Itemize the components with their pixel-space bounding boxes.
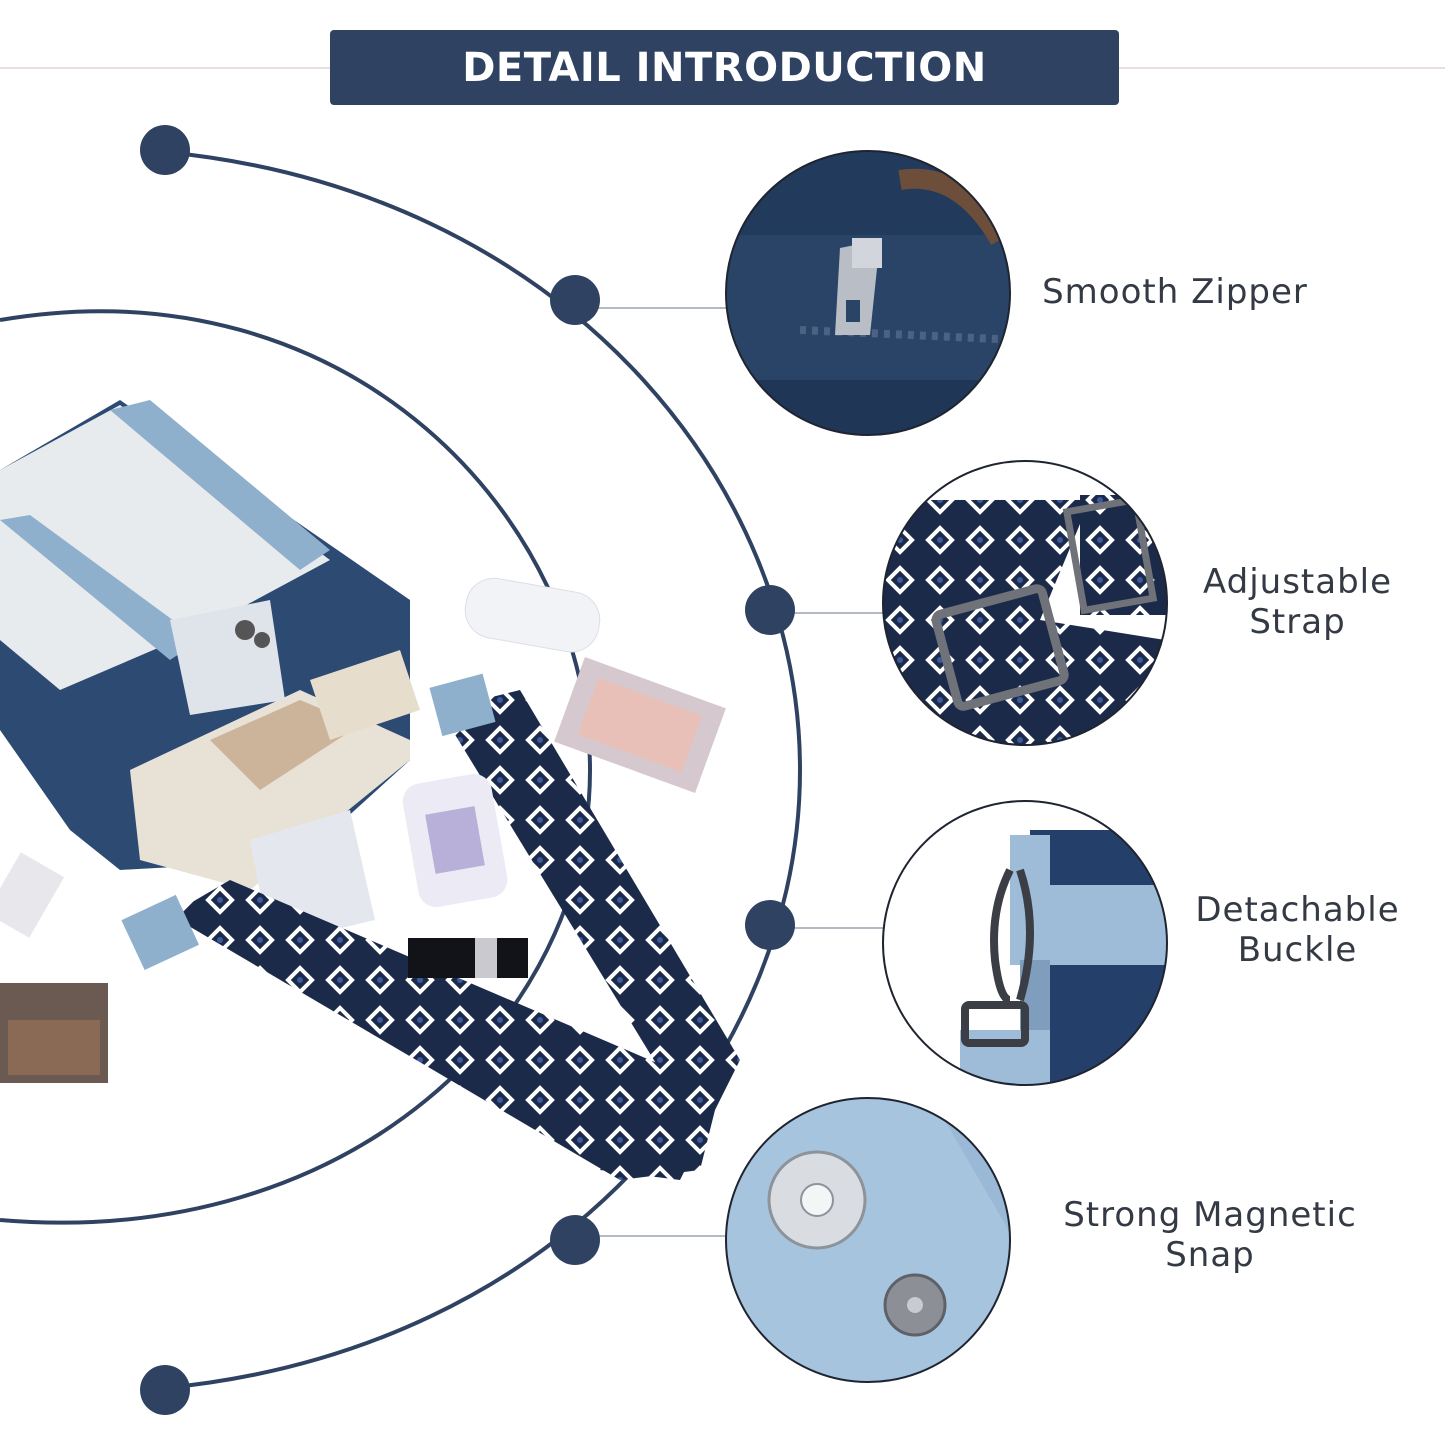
outer-arc <box>164 150 803 1390</box>
arc-dots <box>140 125 795 1415</box>
detail-zipper-image <box>726 151 1010 435</box>
snap-frame <box>725 1097 1011 1383</box>
strap-buckle-icon <box>931 495 1158 711</box>
strap-frame <box>882 460 1168 746</box>
dot-snap <box>550 1215 600 1265</box>
dot-buckle <box>745 900 795 950</box>
feature-label-zipper: Smooth Zipper <box>1020 272 1330 312</box>
zipper-pull-icon <box>835 238 882 335</box>
feature-snap-line2: Snap <box>1165 1235 1255 1275</box>
feature-zipper-line1: Smooth Zipper <box>1042 272 1308 312</box>
feature-buckle-line1: Detachable <box>1195 890 1400 930</box>
zipper-frame <box>725 150 1011 436</box>
feature-label-buckle: Detachable Buckle <box>1180 890 1415 970</box>
feature-buckle-line2: Buckle <box>1237 930 1358 970</box>
dot-top-end <box>140 125 190 175</box>
header-rule-right <box>1119 67 1445 69</box>
detail-strap-image <box>883 461 1167 745</box>
feature-label-strap: Adjustable Strap <box>1180 562 1415 642</box>
inner-arc <box>0 309 593 1225</box>
bag-illustration <box>0 400 420 945</box>
header-rule-left <box>0 67 330 69</box>
dot-bottom-end <box>140 1365 190 1415</box>
magnetic-snap-icon <box>767 1150 947 1337</box>
feature-label-snap: Strong Magnetic Snap <box>1040 1195 1380 1275</box>
accessories <box>0 577 726 1083</box>
feature-strap-line1: Adjustable <box>1202 562 1393 602</box>
dot-zipper <box>550 275 600 325</box>
detail-buckle-image <box>883 801 1167 1085</box>
strap-illustration <box>121 673 740 1180</box>
page-title: DETAIL INTRODUCTION <box>462 44 987 91</box>
carabiner-icon <box>961 868 1034 1047</box>
feature-snap-line1: Strong Magnetic <box>1063 1195 1357 1235</box>
buckle-frame <box>882 800 1168 1086</box>
feature-strap-line2: Strap <box>1249 602 1346 642</box>
title-banner: DETAIL INTRODUCTION <box>330 30 1119 105</box>
detail-snap-image <box>726 1098 1010 1382</box>
decorative-arcs <box>0 150 803 1390</box>
dot-strap <box>745 585 795 635</box>
